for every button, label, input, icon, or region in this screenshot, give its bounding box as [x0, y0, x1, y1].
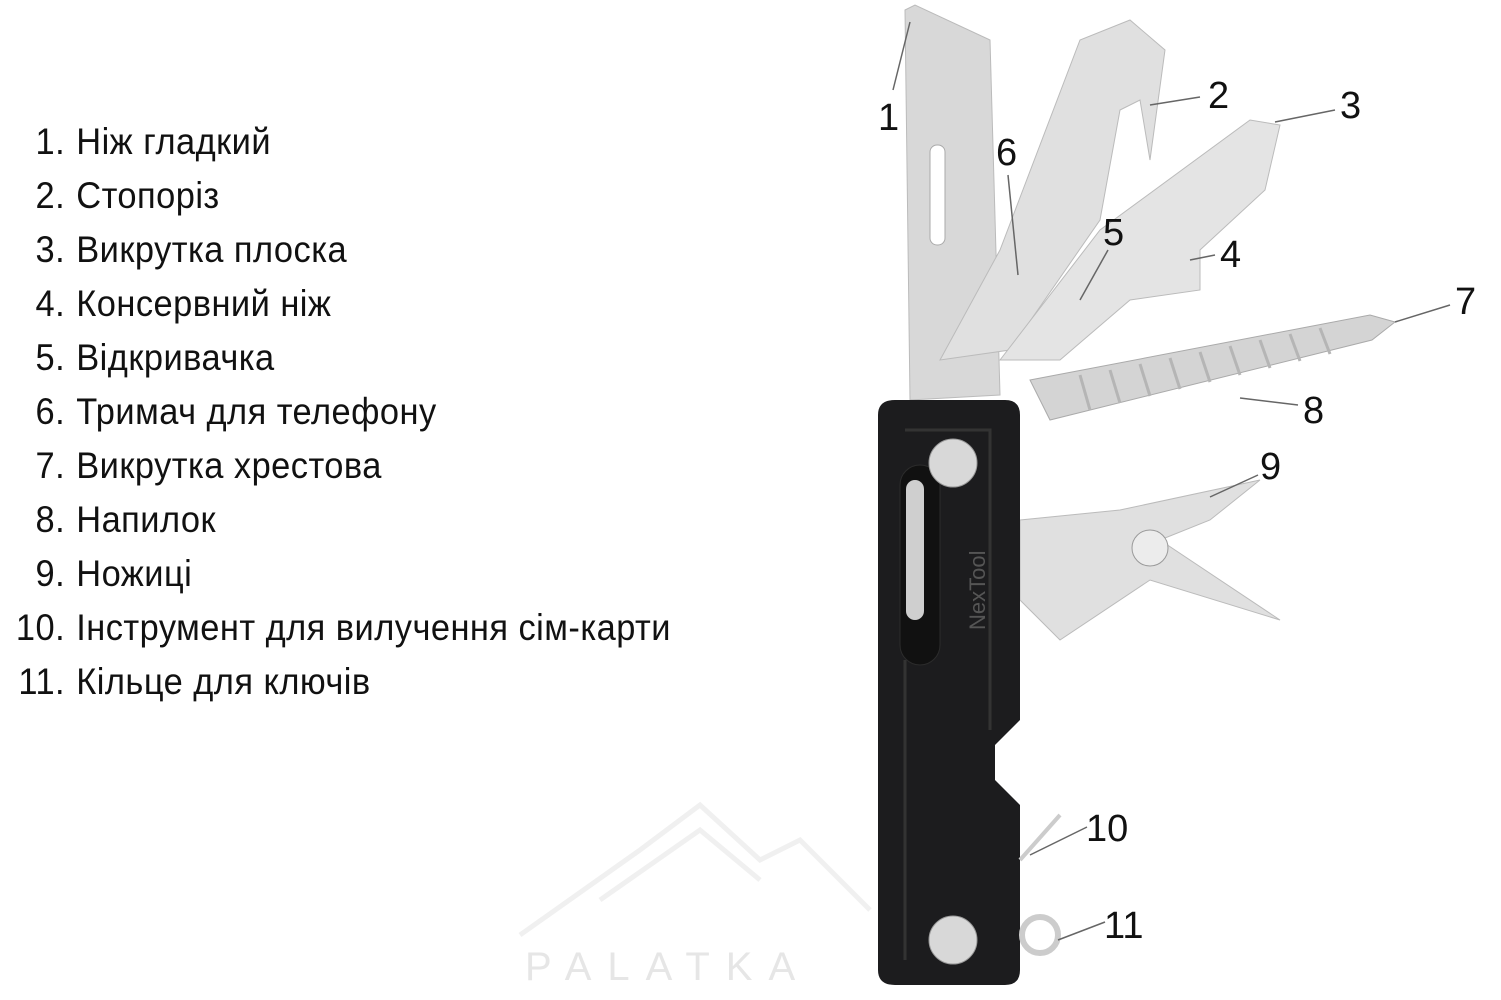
legend-item: 6.Тримач для телефону [0, 391, 437, 445]
callout-numbers: 1 2 3 4 5 6 7 8 9 10 11 [878, 75, 1476, 947]
legend-item: 7.Викрутка хрестова [0, 445, 382, 499]
legend-label: Консервний ніж [76, 283, 332, 324]
legend-label: Ніж гладкий [76, 121, 272, 162]
legend-item: 9.Ножиці [0, 553, 192, 607]
callout-4: 4 [1220, 234, 1241, 276]
legend-item: 10.Інструмент для вилучення сім-карти [0, 607, 671, 661]
key-ring [1019, 914, 1061, 956]
legend-item: 1.Ніж гладкий [0, 121, 271, 175]
legend-item: 11.Кільце для ключів [0, 661, 371, 715]
strap-cutter [939, 19, 1166, 361]
callout-10: 10 [1086, 808, 1128, 850]
legend-label: Відкривачка [76, 337, 275, 378]
legend-item: 5.Відкривачка [0, 337, 275, 391]
file-teeth [1078, 327, 1332, 411]
legend-number: 2. [35, 175, 66, 216]
callout-1: 1 [878, 97, 899, 139]
legend-number: 3. [35, 229, 66, 270]
callout-9: 9 [1260, 446, 1281, 488]
legend-number: 11. [18, 661, 66, 702]
callout-5: 5 [1103, 212, 1124, 254]
screw-top [928, 438, 978, 488]
callout-3: 3 [1340, 85, 1361, 127]
legend-label: Ножиці [76, 553, 193, 594]
legend-number: 8. [35, 499, 66, 540]
legend-label: Викрутка хрестова [76, 445, 382, 486]
screw-bottom [928, 915, 978, 965]
callout-7: 7 [1455, 281, 1476, 323]
handle [878, 400, 1020, 985]
callout-2: 2 [1208, 75, 1229, 117]
legend-item: 4.Консервний ніж [0, 283, 331, 337]
watermark-logo [518, 801, 872, 938]
legend-label: Напилок [76, 499, 217, 540]
handle-groove [903, 428, 992, 960]
legend-number: 4. [35, 283, 66, 324]
legend-number: 7. [35, 445, 66, 486]
legend-number: 10. [15, 607, 66, 648]
legend-label: Інструмент для вилучення сім-карти [76, 607, 671, 648]
sim-eject-pin [1018, 813, 1062, 862]
watermark-text: PALATKA [525, 945, 811, 989]
legend-number: 1. [35, 121, 66, 162]
legend-label: Тримач для телефону [76, 391, 437, 432]
flat-screwdriver [998, 119, 1281, 361]
legend-label: Кільце для ключів [76, 661, 371, 702]
legend-label: Викрутка плоска [76, 229, 348, 270]
legend-item: 8.Напилок [0, 499, 216, 553]
leader-lines [892, 21, 1451, 941]
legend-label: Стопоріз [76, 175, 220, 216]
callout-8: 8 [1303, 390, 1324, 432]
callout-11: 11 [1104, 905, 1143, 947]
legend-number: 9. [35, 553, 66, 594]
brand-text: NexTool [965, 551, 990, 630]
legend-number: 5. [35, 337, 66, 378]
slider-button [906, 480, 924, 620]
scissors-pivot [1131, 529, 1169, 567]
legend-item: 2.Стопоріз [0, 175, 220, 229]
file-tool [1029, 314, 1397, 421]
legend-item: 3.Викрутка плоска [0, 229, 347, 283]
legend-number: 6. [35, 391, 66, 432]
callout-6: 6 [996, 132, 1017, 174]
